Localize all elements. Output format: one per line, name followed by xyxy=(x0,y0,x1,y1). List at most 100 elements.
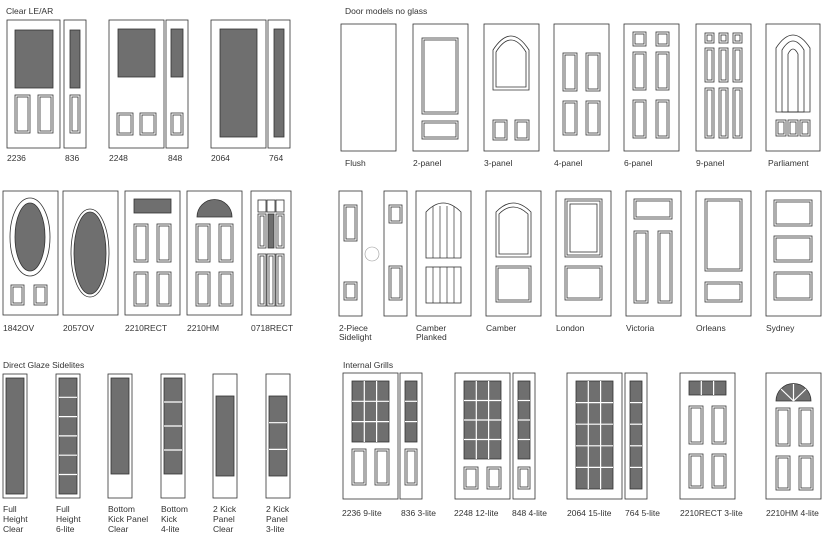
grill-2210hm-4-lite xyxy=(765,372,822,500)
door-frame xyxy=(383,190,408,317)
label-dg5-line1: 2 Kick xyxy=(213,504,237,514)
raised-panel-inner xyxy=(353,450,365,484)
label-836-3-lite: 836 3-lite xyxy=(401,508,436,518)
raised-panel xyxy=(218,271,234,307)
raised-panel-inner xyxy=(118,114,132,134)
door-2210hm xyxy=(186,190,243,316)
sidelite-bottom-kick-4-lite xyxy=(160,373,186,499)
raised-panel xyxy=(374,448,390,486)
raised-panel-inner xyxy=(706,283,741,301)
raised-panel-inner xyxy=(376,450,388,484)
raised-panel xyxy=(275,253,285,307)
raised-panel-inner xyxy=(345,206,356,240)
label-2064: 2064 xyxy=(211,153,230,163)
raised-panel xyxy=(388,204,403,224)
oval-glass xyxy=(14,202,46,272)
grill-bar xyxy=(793,388,807,402)
raised-panel-inner xyxy=(777,409,789,445)
door-3-panel xyxy=(483,23,540,152)
raised-panel-inner xyxy=(720,89,727,137)
door-frame xyxy=(2,190,59,316)
glass-pane xyxy=(629,380,643,490)
label-848-4-lite: 848 4-lite xyxy=(512,508,547,518)
label-dg1-line3: Clear xyxy=(3,524,23,534)
raised-panel xyxy=(732,47,743,83)
label-3-panel: 3-panel xyxy=(484,158,512,168)
door-orleans xyxy=(695,190,752,317)
raised-panel-inner xyxy=(801,121,809,135)
door-frame xyxy=(210,19,267,149)
raised-panel xyxy=(655,31,670,47)
glass-pane xyxy=(215,395,235,477)
door-2210rect xyxy=(124,190,181,316)
raised-panel xyxy=(562,100,578,136)
raised-panel xyxy=(711,453,727,489)
sidelite-full-height-6-lite xyxy=(55,373,81,499)
door-frame xyxy=(250,190,292,316)
glass-pane xyxy=(170,28,184,78)
door-2248 xyxy=(108,19,165,149)
raised-panel xyxy=(275,213,285,249)
raised-panel-inner xyxy=(734,49,741,81)
raised-panel xyxy=(139,112,157,136)
label-2210rect-3-lite: 2210RECT 3-lite xyxy=(680,508,743,518)
raised-panel xyxy=(69,94,81,134)
label-dg3-line3: Clear xyxy=(108,524,128,534)
door-sydney xyxy=(765,190,822,317)
raised-panel xyxy=(632,31,647,47)
raised-panel-inner xyxy=(39,96,52,132)
door-frame xyxy=(625,190,682,317)
raised-panel xyxy=(10,284,25,306)
label-london: London xyxy=(556,323,585,333)
raised-panel xyxy=(657,230,673,304)
raised-panel xyxy=(195,223,211,263)
raised-panel xyxy=(688,405,704,445)
door-848 xyxy=(165,19,189,149)
raised-panel-inner xyxy=(423,122,457,138)
label-dg1-line2: Height xyxy=(3,514,28,524)
raised-panel xyxy=(156,223,172,263)
label-camber-planked-line1: Camber xyxy=(416,323,446,333)
camber-panel xyxy=(495,202,532,258)
raised-panel xyxy=(632,99,647,139)
glass-pane xyxy=(575,380,614,490)
raised-panel-inner xyxy=(690,407,702,443)
label-764-5-lite: 764 5-lite xyxy=(625,508,660,518)
door-frame xyxy=(553,23,610,152)
door-836 xyxy=(63,19,87,149)
section-title-direct-glaze: Direct Glaze Sidelites xyxy=(3,360,84,370)
door-9-panel xyxy=(695,23,752,152)
raised-panel-inner xyxy=(12,286,23,304)
raised-panel xyxy=(195,271,211,307)
door-0718rect xyxy=(250,190,292,316)
door-frame xyxy=(623,23,680,152)
raised-panel-inner xyxy=(259,215,265,247)
raised-panel-inner xyxy=(587,54,599,90)
raised-panel-inner xyxy=(423,39,457,113)
label-2236-9-lite: 2236 9-lite xyxy=(342,508,382,518)
door-frame xyxy=(765,23,821,152)
raised-panel xyxy=(632,51,647,91)
raised-panel xyxy=(421,120,459,140)
label-dg2-line2: Height xyxy=(56,514,81,524)
raised-panel xyxy=(116,112,134,136)
glass-pane xyxy=(268,395,288,477)
raised-panel-inner xyxy=(141,114,155,134)
raised-panel xyxy=(514,119,530,141)
label-orleans: Orleans xyxy=(696,323,726,333)
door-frame xyxy=(2,373,28,499)
label-flush: Flush xyxy=(345,158,366,168)
grill-2248-12-lite xyxy=(454,372,511,500)
door-frame xyxy=(765,372,822,500)
raised-panel xyxy=(585,52,601,92)
raised-panel xyxy=(798,455,814,491)
label-camber: Camber xyxy=(486,323,516,333)
door-frame xyxy=(695,23,752,152)
grill-836-3-lite xyxy=(399,372,423,500)
raised-panel xyxy=(133,223,149,263)
raised-panel-inner xyxy=(635,232,647,302)
glass-pane xyxy=(5,377,25,495)
raised-panel xyxy=(486,466,502,490)
planked-lower-panel xyxy=(425,266,462,304)
